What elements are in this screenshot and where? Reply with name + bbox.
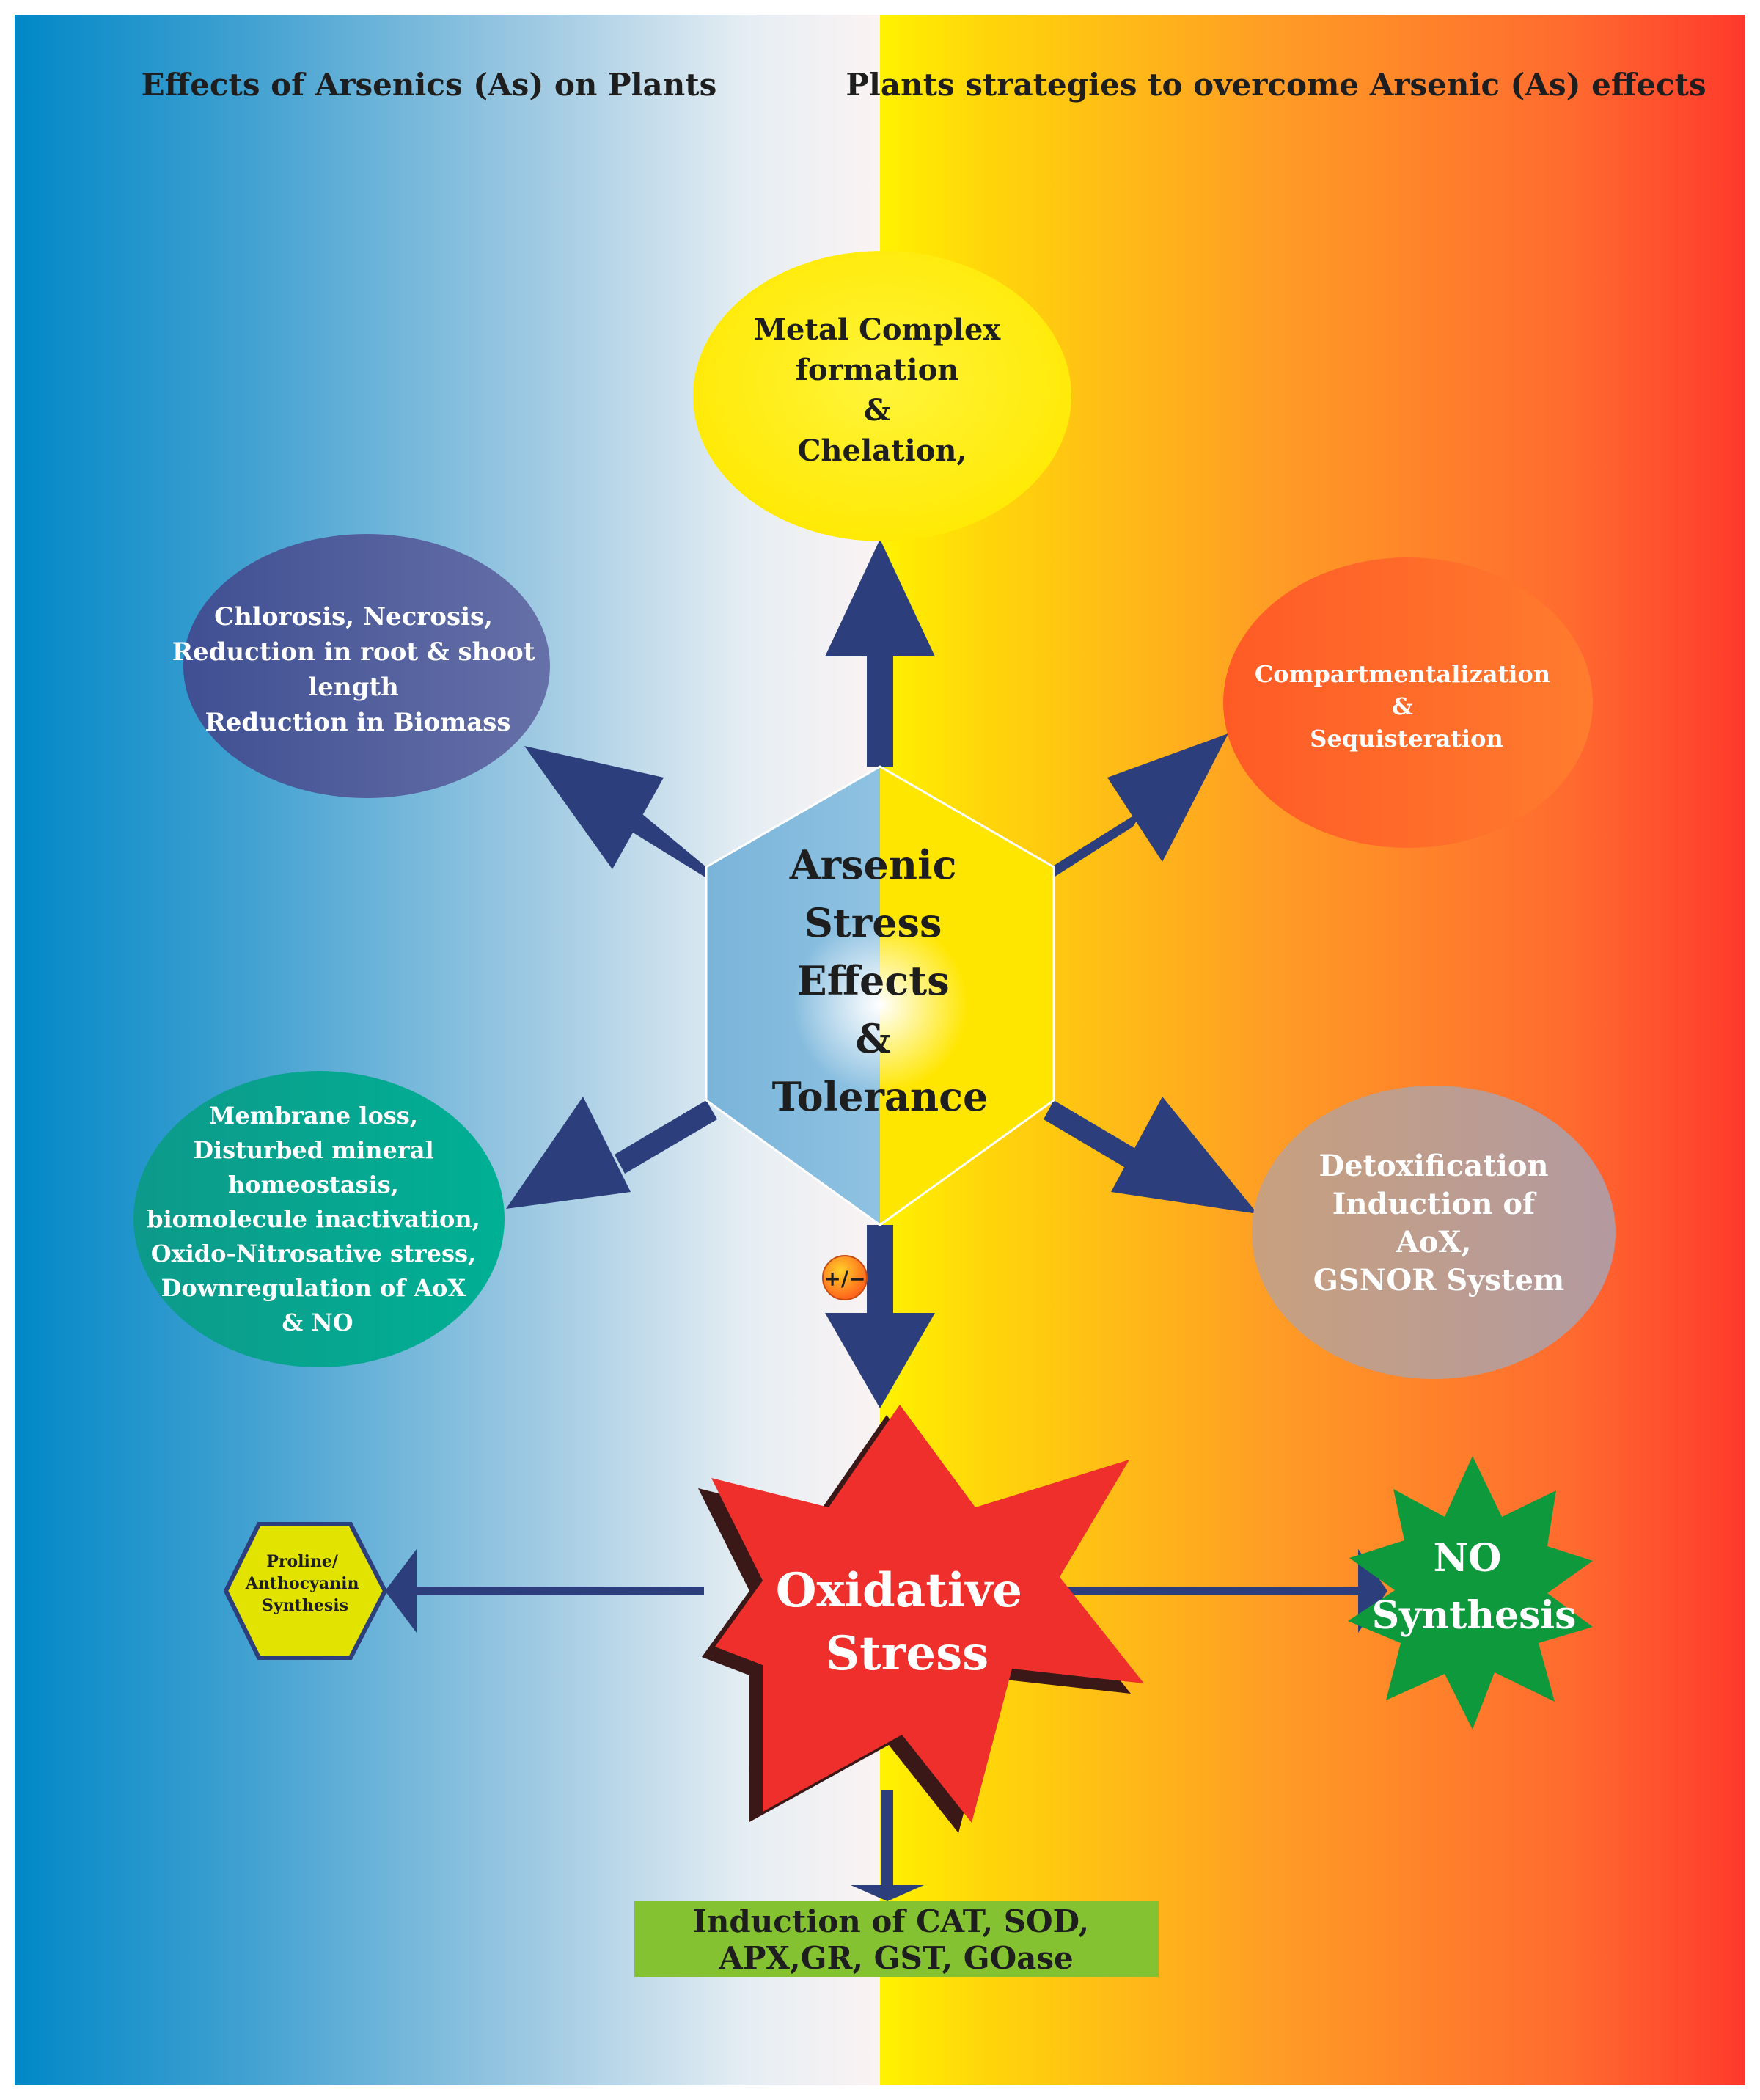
compartmentalization-node bbox=[1223, 557, 1593, 848]
arrow-to-compartmentalization bbox=[1044, 733, 1228, 884]
arrow-to-detoxification bbox=[1044, 1097, 1258, 1214]
arrow-to-proline bbox=[385, 1549, 704, 1633]
proline-hexagon bbox=[223, 1522, 388, 1660]
chlorosis-node bbox=[183, 534, 550, 798]
membrane-node bbox=[133, 1071, 505, 1367]
chelation-node bbox=[693, 251, 1071, 541]
sign-badge bbox=[822, 1255, 868, 1300]
oxidative-stress-label: Oxidative Stress bbox=[776, 1563, 1039, 1681]
left-heading: Effects of Arsenics (As) on Plants bbox=[142, 67, 717, 103]
detoxification-label: Detoxification Induction of AoX, GSNOR S… bbox=[1313, 1149, 1565, 1298]
arrow-to-chlorosis bbox=[524, 746, 717, 885]
induction-label: Induction of CAT, SOD, APX,GR, GST, GOas… bbox=[692, 1903, 1100, 1976]
membrane-label: Membrane loss, Disturbed mineral homeost… bbox=[147, 1102, 488, 1336]
no-synthesis-star bbox=[1348, 1456, 1593, 1730]
detoxification-node bbox=[1252, 1086, 1616, 1379]
arrow-to-membrane bbox=[506, 1097, 717, 1209]
induction-box bbox=[634, 1901, 1159, 1977]
no-synthesis-label: NO Synthesis bbox=[1372, 1536, 1577, 1638]
compartmentalization-label: Compartmentalization & Sequisteration bbox=[1255, 660, 1558, 753]
arrow-to-oxidative-stress bbox=[825, 1225, 935, 1408]
arrow-to-chelation bbox=[825, 539, 935, 767]
central-title: Arsenic Stress Effects & Tolerance bbox=[772, 841, 989, 1120]
chlorosis-label: Chlorosis, Necrosis, Reduction in root &… bbox=[172, 602, 544, 737]
central-hexagon bbox=[705, 765, 1055, 1226]
sign-label: +/− bbox=[824, 1267, 865, 1291]
chelation-label: Metal Complex formation & Chelation, bbox=[754, 312, 1011, 468]
right-heading: Plants strategies to overcome Arsenic (A… bbox=[846, 67, 1706, 103]
proline-label: Proline/ Anthocyanin Synthesis bbox=[245, 1552, 364, 1615]
oxidative-stress-star bbox=[698, 1405, 1144, 1833]
arrow-to-induction bbox=[851, 1790, 924, 1901]
